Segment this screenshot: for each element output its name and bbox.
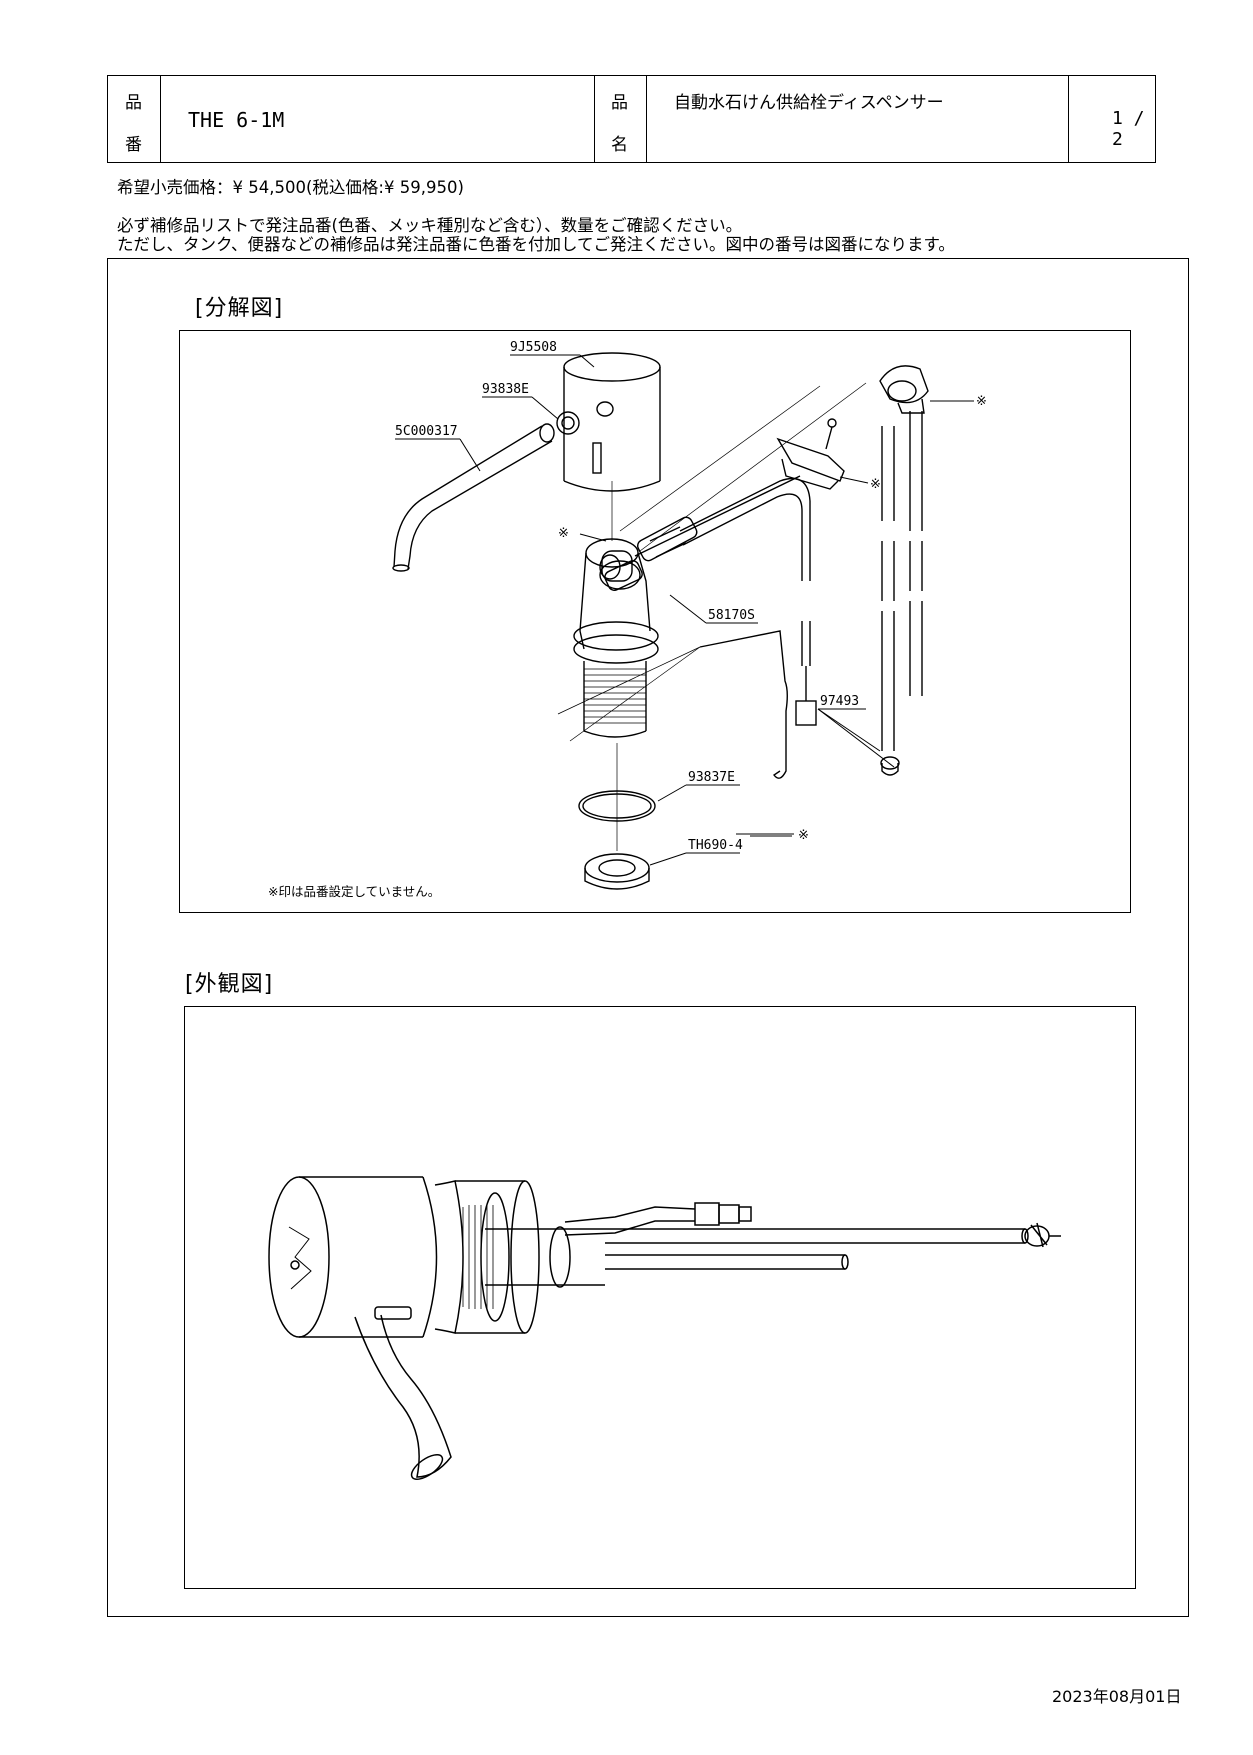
code-label-2: 番 [125,135,142,155]
page-number: 1 / 2 [1112,108,1145,150]
part-label-th690-4: TH690-4 [688,838,743,853]
main-frame [107,258,1189,1617]
exploded-diagram: 9J5508 93838E 5C000317 58170S 97493 9383… [392,340,987,890]
exterior-view-title: [外観図] [185,972,274,997]
mark-2: ※ [870,477,881,492]
header-table: 品 番 THE 6-1M 品 名 自動水石けん供給栓ディスペンサー 1 / 2 [107,75,1156,163]
part-label-93837e: 93837E [688,770,735,785]
part-label-97493: 97493 [820,694,859,709]
exterior-view [184,1006,1136,1589]
mark-4: ※ [798,828,809,843]
part-label-93838e: 93838E [482,382,529,397]
name-label-1: 品 [611,93,628,113]
part-label-58170s: 58170S [708,608,755,623]
exploded-footnote: ※印は品番設定していません。 [268,884,441,899]
exploded-view: 9J5508 93838E 5C000317 58170S 97493 9383… [179,330,1131,913]
exterior-diagram [268,1176,1061,1480]
issue-date: 2023年08月01日 [1052,1687,1182,1706]
product-name: 自動水石けん供給栓ディスペンサー [674,93,944,113]
code-label-1: 品 [125,93,142,113]
part-label-5c000317: 5C000317 [395,424,458,439]
mark-1: ※ [976,394,987,409]
mark-3: ※ [558,526,569,541]
name-label-2: 名 [611,135,628,155]
product-code: THE 6-1M [188,108,285,132]
part-label-9j5508: 9J5508 [510,340,557,355]
price-line: 希望小売価格：¥ 54,500(税込価格:¥ 59,950) [117,178,464,197]
note-line-2: ただし、タンク、便器などの補修品は発注品番に色番を付加してご発注ください。図中の… [117,235,955,254]
exploded-view-title: [分解図] [195,296,284,321]
note-line-1: 必ず補修品リストで発注品番(色番、メッキ種別など含む）、数量をご確認ください。 [117,216,743,235]
